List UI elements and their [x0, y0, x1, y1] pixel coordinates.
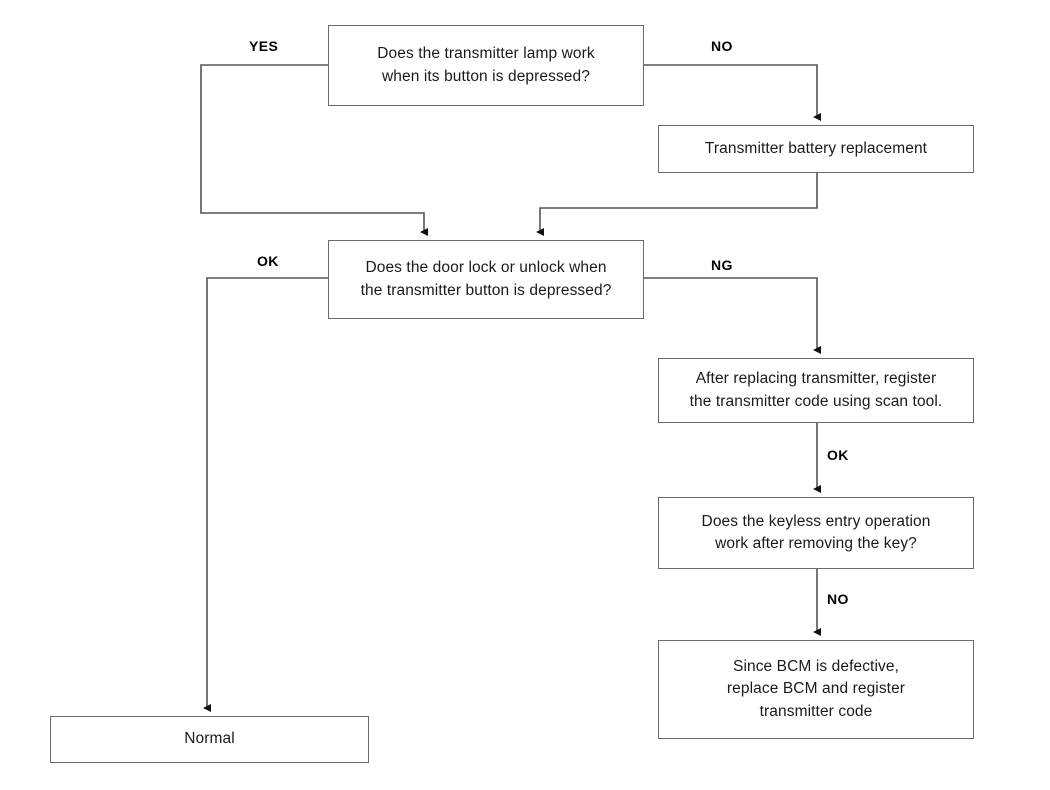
node-keyless-entry-check: Does the keyless entry operation work af…	[658, 497, 974, 569]
node-replace-transmitter: After replacing transmitter, register th…	[658, 358, 974, 423]
node-lamp-check: Does the transmitter lamp work when its …	[328, 25, 644, 106]
node-keyless-entry-check-label: Does the keyless entry operation work af…	[701, 512, 931, 552]
edge-label-yes: YES	[249, 38, 279, 54]
edge-battery-to-doorlock	[536, 173, 818, 236]
node-normal-terminal: Normal	[50, 716, 369, 763]
node-replace-transmitter-label: After replacing transmitter, register th…	[689, 370, 943, 410]
edge-label-no: NO	[711, 38, 733, 54]
node-normal-terminal-label: Normal	[184, 730, 235, 748]
edge-lamp-no	[644, 64, 821, 121]
edge-label-ok-keyless: OK	[827, 447, 849, 463]
edge-label-ok-normal: OK	[257, 253, 279, 269]
node-battery-replacement-label: Transmitter battery replacement	[704, 139, 928, 157]
node-replace-bcm: Since BCM is defective, replace BCM and …	[658, 640, 974, 739]
node-door-lock-check-label: Does the door lock or unlock when the tr…	[360, 259, 612, 299]
edge-label-ng: NG	[711, 257, 733, 273]
node-battery-replacement: Transmitter battery replacement	[658, 125, 974, 173]
edge-doorlock-ok	[203, 277, 328, 712]
edge-lamp-yes	[200, 64, 428, 236]
node-door-lock-check: Does the door lock or unlock when the tr…	[328, 240, 644, 319]
node-lamp-check-label: Does the transmitter lamp work when its …	[377, 45, 595, 85]
edge-label-no-bcm: NO	[827, 591, 849, 607]
edge-doorlock-ng	[644, 277, 821, 354]
node-replace-bcm-label: Since BCM is defective, replace BCM and …	[726, 657, 906, 720]
